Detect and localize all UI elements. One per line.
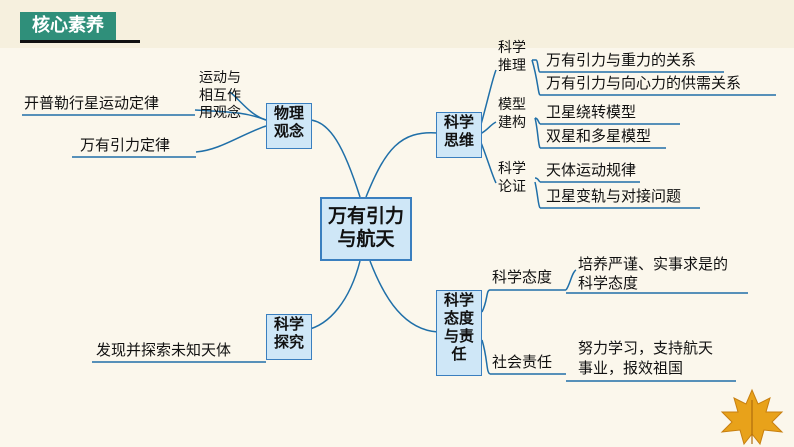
branch-scientific-thinking: 科学 思维 bbox=[436, 112, 482, 158]
physics-item-kepler: 开普勒行星运动定律 bbox=[24, 94, 160, 112]
attitude-group-name: 社会责任 bbox=[492, 353, 553, 371]
center-line1: 万有引力 bbox=[327, 205, 404, 227]
branch-attitude-responsibility: 科学 态度 与责 任 bbox=[436, 290, 482, 376]
group-line1: 科学 bbox=[498, 161, 526, 177]
branch-label-line1: 科学 bbox=[443, 291, 474, 309]
branch-label-line4: 任 bbox=[451, 345, 467, 363]
physics-item-gravitation: 万有引力定律 bbox=[80, 136, 171, 154]
branch-label-line2: 观念 bbox=[273, 122, 304, 140]
thinking-item: 双星和多星模型 bbox=[546, 127, 652, 145]
thinking-item: 万有引力与向心力的供需关系 bbox=[546, 74, 742, 92]
attitude-item-line1: 培养严谨、实事求是的 bbox=[578, 255, 729, 273]
attitude-item-line2: 事业，报效祖国 bbox=[578, 359, 684, 377]
sub-line2: 相互作 bbox=[199, 87, 241, 104]
section-title: 核心素养 bbox=[20, 12, 116, 40]
branch-label-line1: 科学 bbox=[273, 315, 304, 333]
sub-line3: 用观念 bbox=[199, 105, 241, 121]
attitude-group-name: 科学态度 bbox=[492, 268, 553, 286]
attitude-item-line1: 努力学习，支持航天 bbox=[578, 339, 714, 357]
thinking-group-reasoning: 科学 推理 bbox=[498, 40, 526, 75]
title-underline bbox=[20, 40, 140, 43]
physics-sub-label: 运动与 相互作 用观念 bbox=[199, 70, 241, 123]
group-line2: 论证 bbox=[498, 178, 526, 195]
thinking-group-argument: 科学 论证 bbox=[498, 161, 526, 196]
group-line2: 推理 bbox=[498, 57, 526, 74]
branch-scientific-inquiry: 科学 探究 bbox=[266, 314, 312, 360]
center-topic: 万有引力 与航天 bbox=[320, 197, 412, 261]
maple-leaf-icon bbox=[720, 388, 784, 446]
inquiry-item: 发现并探索未知天体 bbox=[96, 341, 232, 359]
thinking-item: 万有引力与重力的关系 bbox=[546, 51, 697, 69]
branch-label-line1: 物理 bbox=[273, 104, 304, 122]
thinking-group-modeling: 模型 建构 bbox=[498, 97, 526, 132]
group-line1: 模型 bbox=[498, 97, 526, 113]
branch-label-line2: 探究 bbox=[273, 333, 304, 351]
branch-label-line3: 与责 bbox=[443, 327, 474, 345]
branch-label-line2: 思维 bbox=[443, 131, 474, 149]
center-line2: 与航天 bbox=[337, 227, 395, 250]
branch-label-line1: 科学 bbox=[443, 113, 474, 131]
attitude-item-line2: 科学态度 bbox=[578, 274, 639, 292]
branch-physics-concept: 物理 观念 bbox=[266, 103, 312, 149]
group-line1: 科学 bbox=[498, 40, 526, 56]
thinking-item: 卫星绕转模型 bbox=[546, 103, 637, 121]
sub-line1: 运动与 bbox=[199, 70, 241, 86]
branch-label-line2: 态度 bbox=[443, 309, 474, 327]
thinking-item: 卫星变轨与对接问题 bbox=[546, 187, 682, 205]
thinking-item: 天体运动规律 bbox=[546, 161, 637, 179]
group-line2: 建构 bbox=[498, 114, 526, 131]
